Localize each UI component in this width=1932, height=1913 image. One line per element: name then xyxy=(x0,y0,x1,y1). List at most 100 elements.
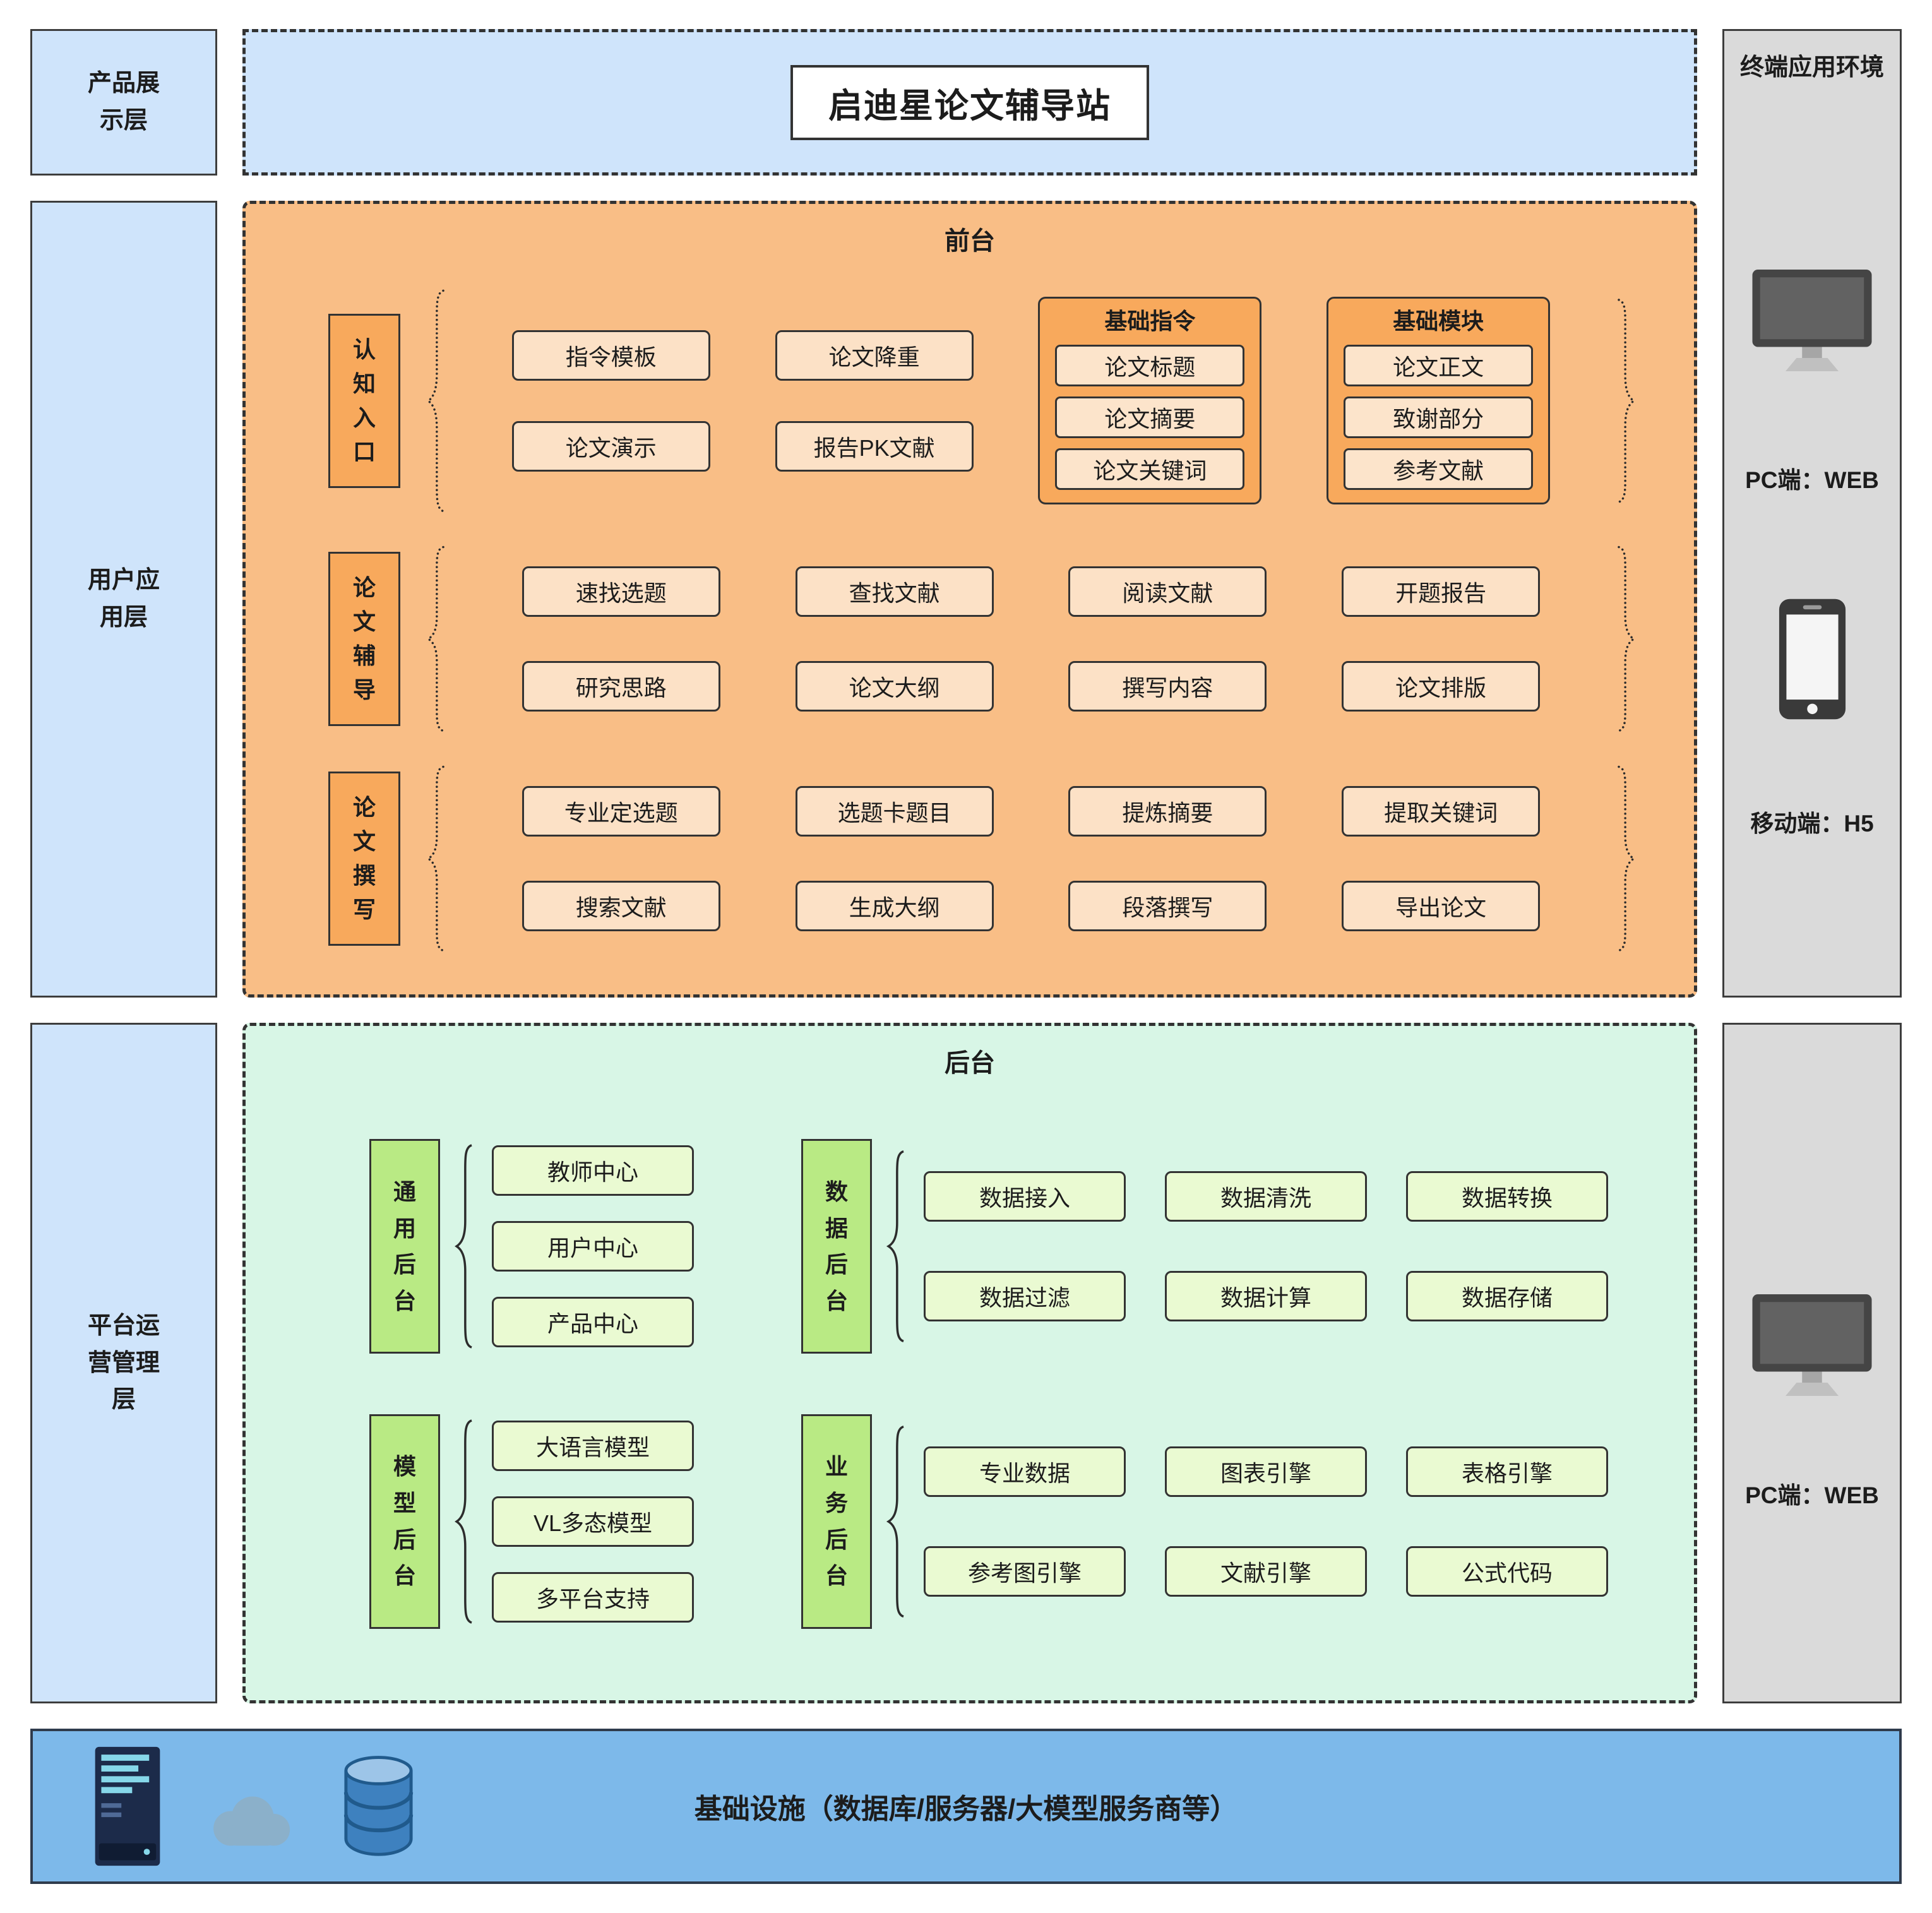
frontend-item: 选题卡题目 xyxy=(795,785,994,837)
infrastructure-icons xyxy=(93,1744,418,1868)
frontend-item: 论文正文 xyxy=(1344,345,1534,387)
backend-item: 公式代码 xyxy=(1406,1546,1608,1597)
smartphone-icon xyxy=(1779,599,1846,720)
frontend-item: 论文排版 xyxy=(1342,661,1541,712)
frontend-item: 致谢部分 xyxy=(1344,396,1534,439)
frontend-zone-title: 前台 xyxy=(945,227,995,255)
left-brace-dotted xyxy=(426,764,447,953)
frontend-item: 撰写内容 xyxy=(1068,661,1267,712)
frontend-zone: 前台 认知入口 指令模板 论文演示 论文降重 报告PK文献 xyxy=(242,201,1697,998)
ops-env-panel: PC端：WEB xyxy=(1722,1023,1902,1703)
frontend-item: 参考文献 xyxy=(1344,448,1534,491)
business-backend-items: 专业数据 图表引擎 表格引擎 参考图引擎 文献引擎 公式代码 xyxy=(924,1446,1608,1597)
frontend-item: 提取关键词 xyxy=(1342,785,1541,837)
frontend-item: 指令模板 xyxy=(511,330,710,381)
layer-product-display: 产品展示层 xyxy=(30,29,217,176)
general-backend-items: 教师中心 用户中心 产品中心 xyxy=(492,1145,694,1348)
frontend-item: 导出论文 xyxy=(1342,880,1541,931)
frontend-item: 速找选题 xyxy=(522,566,720,617)
model-backend-section: 模型后台 大语言模型 VL多态模型 多平台支持 xyxy=(369,1414,694,1629)
backend-row-2: 模型后台 大语言模型 VL多态模型 多平台支持 业务后台 xyxy=(268,1414,1671,1629)
layer-product-display-label: 产品展示层 xyxy=(87,70,160,134)
frontend-item: 阅读文献 xyxy=(1068,566,1267,617)
paper-writing-items: 专业定选题 选题卡题目 提炼摘要 提取关键词 搜索文献 生成大纲 段落撰写 导出… xyxy=(447,785,1615,931)
backend-item: 数据计算 xyxy=(1165,1271,1367,1322)
data-backend-label-text: 数据后台 xyxy=(825,1179,848,1314)
terminal-env-panel: 终端应用环境 PC端：WEB 移动端：H5 xyxy=(1722,29,1902,998)
frontend-row-paper-tutoring: 论文辅导 速找选题 查找文献 阅读文献 开题报告 研究思路 论文大纲 撰写内容 … xyxy=(268,544,1671,734)
business-backend-label: 业务后台 xyxy=(801,1414,872,1629)
backend-item: 用户中心 xyxy=(492,1221,694,1272)
backend-item: 参考图引擎 xyxy=(924,1546,1126,1597)
backend-item: 产品中心 xyxy=(492,1297,694,1348)
backend-item: 数据接入 xyxy=(924,1171,1126,1222)
page-title: 启迪星论文辅导站 xyxy=(790,64,1149,140)
backend-item: 文献引擎 xyxy=(1165,1546,1367,1597)
cognition-entry-label: 认知入口 xyxy=(328,313,400,488)
backend-item: 教师中心 xyxy=(492,1145,694,1196)
terminal-env-title: 终端应用环境 xyxy=(1739,54,1884,81)
cognition-col-2: 论文降重 报告PK文献 xyxy=(775,330,974,472)
basic-modules-title: 基础模块 xyxy=(1393,307,1484,334)
frontend-item: 论文大纲 xyxy=(795,661,994,712)
left-brace-dotted xyxy=(426,544,447,734)
frontend-row-cognition-entry: 认知入口 指令模板 论文演示 论文降重 报告PK文献 基础指令 xyxy=(268,287,1671,515)
frontend-item: 论文演示 xyxy=(511,420,710,472)
backend-item: 数据存储 xyxy=(1406,1271,1608,1322)
basic-modules-group: 基础模块 论文正文 致谢部分 参考文献 xyxy=(1327,296,1551,505)
paper-tutoring-label-text: 论文辅导 xyxy=(352,575,376,703)
cognition-entry-items: 指令模板 论文演示 论文降重 报告PK文献 基础指令 论文标题 论文摘要 论文关… xyxy=(447,296,1615,505)
general-backend-section: 通用后台 教师中心 用户中心 产品中心 xyxy=(369,1139,694,1354)
cognition-entry-label-text: 认知入口 xyxy=(352,336,376,465)
layer-platform-operations-label: 平台运营管理层 xyxy=(87,1312,160,1414)
paper-tutoring-items: 速找选题 查找文献 阅读文献 开题报告 研究思路 论文大纲 撰写内容 论文排版 xyxy=(447,566,1615,712)
frontend-item: 提炼摘要 xyxy=(1068,785,1267,837)
backend-item: 数据清洗 xyxy=(1165,1171,1367,1222)
terminal-pc-label: PC端：WEB xyxy=(1745,467,1879,493)
left-brace xyxy=(886,1424,907,1619)
frontend-item: 报告PK文献 xyxy=(775,420,974,472)
frontend-item: 论文标题 xyxy=(1055,345,1245,387)
backend-item: 多平台支持 xyxy=(492,1571,694,1623)
cloud-icon xyxy=(213,1796,290,1846)
ops-pc-label: PC端：WEB xyxy=(1745,1482,1879,1508)
right-brace-dotted xyxy=(1615,764,1637,953)
terminal-mobile-label: 移动端：H5 xyxy=(1750,811,1874,837)
product-display-zone: 启迪星论文辅导站 xyxy=(242,29,1697,176)
backend-item: 表格引擎 xyxy=(1406,1446,1608,1497)
frontend-item: 查找文献 xyxy=(795,566,994,617)
general-backend-label: 通用后台 xyxy=(369,1139,440,1354)
paper-writing-label: 论文撰写 xyxy=(328,771,400,946)
layer-user-application-label: 用户应用层 xyxy=(87,567,160,631)
model-backend-label-text: 模型后台 xyxy=(393,1453,416,1589)
backend-item: 大语言模型 xyxy=(492,1420,694,1471)
data-backend-items: 数据接入 数据清洗 数据转换 数据过滤 数据计算 数据存储 xyxy=(924,1171,1608,1322)
frontend-item: 研究思路 xyxy=(522,661,720,712)
backend-item: 数据转换 xyxy=(1406,1171,1608,1222)
backend-zone: 后台 通用后台 教师中心 用户中心 产品中心 xyxy=(242,1023,1697,1703)
left-brace xyxy=(454,1142,475,1350)
frontend-item: 段落撰写 xyxy=(1068,880,1267,931)
data-backend-label: 数据后台 xyxy=(801,1139,872,1354)
backend-item: 数据过滤 xyxy=(924,1271,1126,1322)
frontend-item: 生成大纲 xyxy=(795,880,994,931)
business-backend-section: 业务后台 专业数据 图表引擎 表格引擎 参考图引擎 文献引擎 公式代码 xyxy=(801,1414,1608,1629)
right-brace-dotted xyxy=(1615,544,1637,734)
basic-instructions-title: 基础指令 xyxy=(1104,307,1196,334)
frontend-row-paper-writing: 论文撰写 专业定选题 选题卡题目 提炼摘要 提取关键词 搜索文献 生成大纲 段落… xyxy=(268,764,1671,953)
left-brace xyxy=(886,1148,907,1344)
monitor-icon xyxy=(1752,270,1872,371)
cognition-col-1: 指令模板 论文演示 xyxy=(511,330,710,472)
backend-zone-title: 后台 xyxy=(945,1049,995,1077)
frontend-item: 专业定选题 xyxy=(522,785,720,837)
backend-zone-body: 通用后台 教师中心 用户中心 产品中心 数据后台 xyxy=(268,1079,1671,1689)
paper-writing-label-text: 论文撰写 xyxy=(352,794,376,922)
server-icon xyxy=(95,1746,160,1866)
model-backend-items: 大语言模型 VL多态模型 多平台支持 xyxy=(492,1420,694,1623)
layer-platform-operations: 平台运营管理层 xyxy=(30,1023,217,1703)
general-backend-label-text: 通用后台 xyxy=(393,1179,416,1314)
data-backend-section: 数据后台 数据接入 数据清洗 数据转换 数据过滤 数据计算 数据存储 xyxy=(801,1139,1608,1354)
left-brace xyxy=(454,1417,475,1626)
frontend-item: 开题报告 xyxy=(1342,566,1541,617)
